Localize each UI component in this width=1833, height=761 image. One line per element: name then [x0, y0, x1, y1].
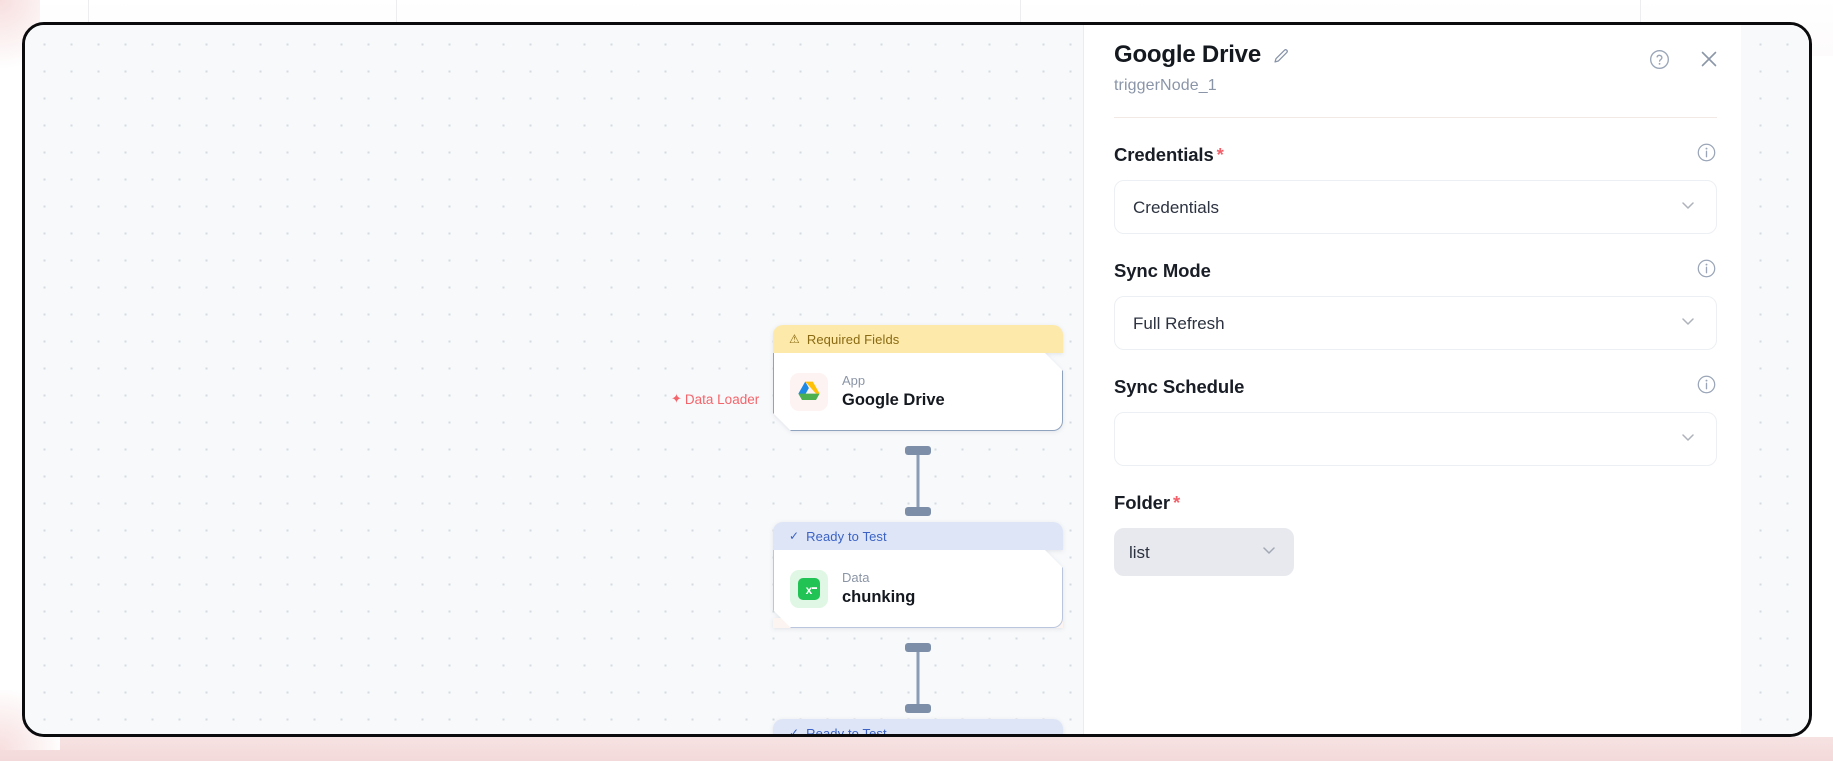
node-connector-1: [773, 446, 1063, 516]
bolt-icon: ✦: [671, 391, 682, 406]
field-label-row: Credentials*: [1114, 138, 1717, 172]
info-icon[interactable]: [1696, 374, 1717, 400]
field-label-row: Folder*: [1114, 486, 1717, 520]
field-credentials: Credentials* Credentials: [1114, 138, 1717, 234]
config-panel: Google Drive triggerNode_1: [1083, 25, 1747, 734]
node-status-label: Ready to Test: [806, 528, 887, 544]
required-asterisk: *: [1216, 144, 1224, 165]
sync-mode-select-value: Full Refresh: [1133, 313, 1225, 333]
panel-header-actions: [1648, 47, 1721, 71]
node-connector-2: [773, 643, 1063, 713]
canvas-right-strip[interactable]: [1741, 25, 1809, 734]
node-status-banner: ✓ Ready to Test: [773, 522, 1063, 550]
node-card[interactable]: App Google Drive: [773, 353, 1063, 431]
node-status-banner: ✓ Ready to Test: [773, 719, 1063, 737]
spacer: [1114, 240, 1717, 254]
field-sync-schedule: Sync Schedule: [1114, 370, 1717, 466]
node-status-label: Required Fields: [806, 331, 900, 347]
connector-cap-bottom: [905, 507, 931, 516]
connector-line: [916, 643, 920, 713]
node-title-label: Google Drive: [842, 391, 945, 410]
field-label: Credentials*: [1114, 144, 1224, 166]
chevron-down-icon: [1678, 195, 1698, 220]
connector-line: [916, 446, 920, 516]
chevron-down-icon: [1678, 427, 1698, 452]
spreadsheet-icon: x: [790, 570, 828, 608]
check-icon: ✓: [789, 529, 800, 543]
field-folder: Folder* list: [1114, 486, 1717, 576]
required-asterisk: *: [1172, 492, 1181, 513]
field-label-text: Sync Schedule: [1114, 376, 1245, 397]
google-drive-icon: [790, 373, 828, 411]
connector-cap-top: [905, 446, 931, 455]
focused-app-frame: ✦ Data Loader ⚠ Required Fields: [22, 22, 1812, 737]
node-title-label: chunking: [842, 588, 916, 607]
pencil-icon[interactable]: [1272, 46, 1291, 65]
flow-tag-label: Data Loader: [684, 391, 760, 407]
spacer: [1114, 356, 1717, 370]
field-label-row: Sync Mode: [1114, 254, 1717, 288]
flow-node-partial[interactable]: ✓ Ready to Test: [773, 719, 1063, 737]
credentials-select-value: Credentials: [1133, 197, 1219, 217]
spacer: [1114, 472, 1717, 486]
sync-mode-select[interactable]: Full Refresh: [1114, 296, 1717, 350]
field-label: Sync Mode: [1114, 260, 1211, 282]
warning-triangle-icon: ⚠: [789, 332, 800, 346]
flow-node-google-drive[interactable]: ⚠ Required Fields App Google Drive: [773, 325, 1063, 431]
panel-title-row: Google Drive: [1114, 41, 1717, 69]
connector-cap-top: [905, 643, 931, 652]
info-icon[interactable]: [1696, 142, 1717, 168]
flow-tag-data-loader[interactable]: ✦ Data Loader: [671, 391, 759, 407]
field-label-text: Folder: [1114, 492, 1170, 513]
config-panel-header: Google Drive triggerNode_1: [1084, 25, 1747, 95]
field-label-row: Sync Schedule: [1114, 370, 1717, 404]
chevron-down-icon: [1259, 540, 1279, 565]
info-icon[interactable]: [1696, 258, 1717, 284]
field-label: Folder*: [1114, 492, 1180, 514]
field-label-text: Credentials: [1114, 144, 1214, 165]
sync-schedule-select[interactable]: [1114, 412, 1717, 466]
node-status-label: Ready to Test: [806, 725, 887, 737]
folder-select-value: list: [1129, 542, 1150, 562]
node-meta: Data chunking: [842, 569, 915, 609]
close-icon[interactable]: [1697, 47, 1721, 71]
field-sync-mode: Sync Mode Full Refresh: [1114, 254, 1717, 350]
node-status-banner: ⚠ Required Fields: [773, 325, 1063, 353]
backdrop-bottom-band: [0, 737, 1833, 761]
field-label-text: Sync Mode: [1114, 260, 1211, 281]
svg-text:x: x: [806, 583, 813, 597]
node-meta: App Google Drive: [842, 372, 945, 412]
credentials-select[interactable]: Credentials: [1114, 180, 1717, 234]
node-kind-label: Data: [842, 569, 870, 585]
flow-node-chunking[interactable]: ✓ Ready to Test x Data chunking: [773, 522, 1063, 628]
chevron-down-icon: [1678, 311, 1698, 336]
panel-divider: [1114, 117, 1717, 118]
node-card[interactable]: x Data chunking: [773, 550, 1063, 628]
check-icon: ✓: [789, 726, 800, 737]
connector-cap-bottom: [905, 704, 931, 713]
folder-select[interactable]: list: [1114, 528, 1294, 576]
field-label: Sync Schedule: [1114, 376, 1244, 398]
help-circle-icon[interactable]: [1648, 48, 1671, 71]
panel-subtitle: triggerNode_1: [1114, 77, 1217, 94]
node-kind-label: App: [842, 372, 866, 388]
config-panel-body: Credentials* Credentials: [1084, 118, 1747, 576]
page-title: Google Drive: [1114, 41, 1261, 68]
